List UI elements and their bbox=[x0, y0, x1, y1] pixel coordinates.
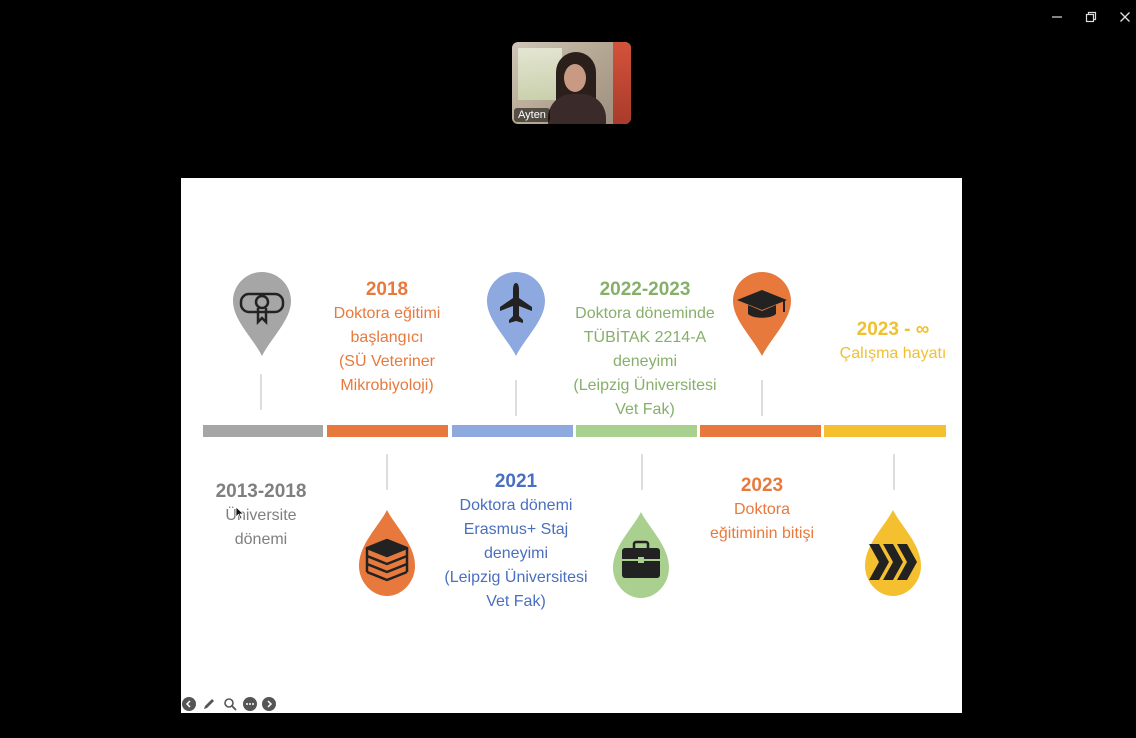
timeline-drop-orange bbox=[359, 510, 415, 596]
event-year: 2023 - ∞ bbox=[856, 319, 930, 340]
timeline-event-2023-infinity: 2023 - ∞ Çalışma hayatı bbox=[822, 318, 964, 366]
presentation-slide: 2018 Doktora eğitimi başlangıcı (SÜ Vete… bbox=[181, 178, 962, 713]
presenter-toolbar bbox=[182, 695, 276, 713]
event-year: 2018 bbox=[365, 279, 409, 300]
timeline-event-2018: 2018 Doktora eğitimi başlangıcı (SÜ Vete… bbox=[312, 278, 462, 398]
timeline-segment-blue bbox=[452, 425, 573, 437]
timeline-segment-orange bbox=[327, 425, 448, 437]
participant-video bbox=[564, 64, 586, 92]
connector-line bbox=[893, 454, 895, 490]
event-text: Doktora döneminde bbox=[575, 305, 715, 322]
event-text: eğitiminin bitişi bbox=[709, 525, 815, 542]
timeline-event-2013-2018: 2013-2018 Üniversite dönemi bbox=[191, 480, 331, 552]
event-text: (Leipzig Üniversitesi bbox=[444, 569, 588, 586]
timeline-drop-yellow bbox=[865, 510, 921, 596]
event-year: 2021 bbox=[494, 471, 538, 492]
timeline-pin-blue bbox=[487, 272, 545, 356]
mouse-cursor-icon bbox=[235, 506, 245, 520]
connector-line bbox=[515, 380, 517, 416]
screen-share-letterbox bbox=[181, 126, 962, 178]
event-text: Üniversite bbox=[225, 507, 297, 524]
event-text: (SÜ Veteriner bbox=[338, 353, 436, 370]
timeline-event-2022-2023: 2022-2023 Doktora döneminde TÜBİTAK 2214… bbox=[565, 278, 725, 422]
event-text: TÜBİTAK 2214-A bbox=[583, 329, 707, 346]
more-options-button[interactable] bbox=[243, 697, 257, 711]
event-text: deneyimi bbox=[612, 353, 678, 370]
restore-icon bbox=[1085, 11, 1097, 23]
event-text: başlangıcı bbox=[350, 329, 424, 346]
event-year: 2013-2018 bbox=[215, 481, 307, 502]
video-background bbox=[613, 42, 631, 124]
connector-line bbox=[386, 454, 388, 490]
zoom-button[interactable] bbox=[222, 696, 238, 712]
next-slide-icon bbox=[267, 700, 273, 708]
pen-button[interactable] bbox=[201, 696, 217, 712]
close-button[interactable] bbox=[1110, 6, 1136, 28]
timeline-event-2023: 2023 Doktora eğitiminin bitişi bbox=[693, 474, 831, 546]
timeline-drop-green bbox=[613, 512, 669, 598]
briefcase-icon bbox=[622, 540, 660, 578]
more-options-icon bbox=[246, 703, 254, 705]
event-text: Doktora eğitimi bbox=[333, 305, 441, 322]
minimize-button[interactable] bbox=[1042, 6, 1072, 28]
airplane-icon bbox=[500, 283, 532, 323]
timeline-pin-gray bbox=[233, 272, 291, 356]
event-year: 2022-2023 bbox=[599, 279, 691, 300]
event-year: 2023 bbox=[740, 475, 784, 496]
event-text: Erasmus+ Staj bbox=[463, 521, 569, 538]
connector-line bbox=[260, 374, 262, 410]
previous-slide-button[interactable] bbox=[182, 697, 196, 711]
event-text: (Leipzig Üniversitesi bbox=[573, 377, 717, 394]
event-text: Vet Fak) bbox=[615, 401, 675, 418]
timeline-segment-gray bbox=[203, 425, 323, 437]
timeline-pin-orange bbox=[733, 272, 791, 356]
books-icon bbox=[365, 538, 409, 582]
event-text: Doktora bbox=[733, 501, 791, 518]
restore-button[interactable] bbox=[1076, 6, 1106, 28]
event-text: dönemi bbox=[234, 531, 288, 548]
event-text: Doktora dönemi bbox=[459, 497, 573, 514]
pen-icon bbox=[204, 699, 214, 709]
close-icon bbox=[1120, 12, 1130, 22]
participant-name-tag: Ayten bbox=[514, 108, 550, 122]
event-text: deneyimi bbox=[483, 545, 549, 562]
participant-video-tile[interactable]: Ayten bbox=[512, 42, 631, 124]
event-text: Vet Fak) bbox=[486, 593, 546, 610]
graduation-cap-icon bbox=[737, 290, 787, 318]
timeline-event-2021: 2021 Doktora dönemi Erasmus+ Staj deneyi… bbox=[441, 470, 591, 614]
timeline-segment-yellow bbox=[824, 425, 946, 437]
diploma-icon bbox=[239, 292, 285, 326]
connector-line bbox=[641, 454, 643, 490]
chevrons-icon bbox=[869, 544, 917, 580]
minimize-icon bbox=[1052, 16, 1062, 18]
video-background bbox=[518, 48, 562, 100]
timeline-segment-green bbox=[576, 425, 697, 437]
participant-video bbox=[548, 94, 606, 124]
previous-slide-icon bbox=[185, 700, 191, 708]
connector-line bbox=[761, 380, 763, 416]
next-slide-button[interactable] bbox=[262, 697, 276, 711]
event-text: Mikrobiyoloji) bbox=[340, 377, 434, 394]
timeline-segment-orange bbox=[700, 425, 821, 437]
zoom-icon bbox=[224, 698, 237, 711]
event-text: Çalışma hayatı bbox=[839, 345, 947, 362]
